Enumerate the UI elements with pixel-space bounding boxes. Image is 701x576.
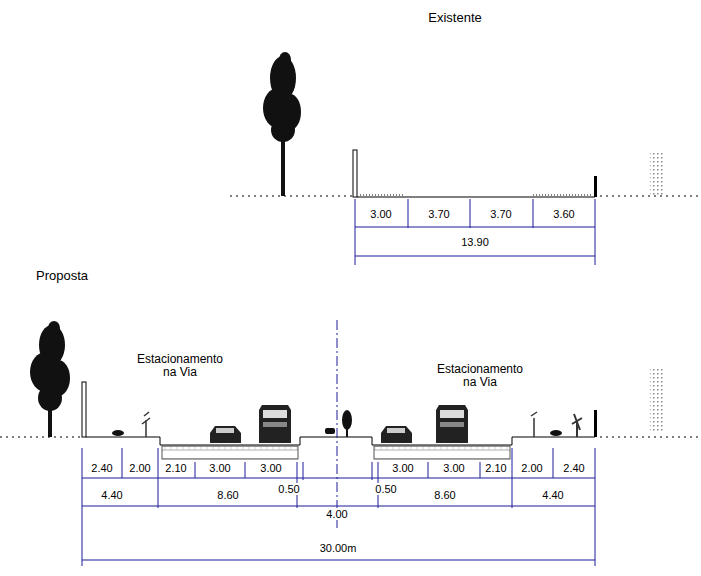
vehicle [259,405,291,443]
dimension-lines [428,462,429,478]
proposed-road [594,410,597,437]
dimension-lines [122,448,123,478]
tree [263,52,301,196]
vehicle [210,426,241,443]
ground-line [230,195,353,196]
dimension: 8.60 [433,489,456,501]
dimension: 4.00 [325,508,348,520]
proposed-road [82,382,86,437]
dimension: 3.60 [552,208,575,220]
dimension-lines [470,199,471,228]
vehicle [263,422,287,427]
vehicle [381,426,412,443]
dimension-lines [372,462,373,480]
dimension-lines [553,448,554,478]
dimension-lines [195,462,196,478]
tree [38,385,62,411]
dimension: 13.90 [460,236,490,248]
dimension: 30.00m [319,542,358,554]
dimension-lines [82,560,595,561]
street-furniture [531,412,537,437]
section-title: Proposta [35,269,89,283]
dimension-lines [303,462,304,480]
dimension-lines [480,462,481,478]
existing-road [353,150,665,197]
vehicle [387,428,405,433]
dimension: 3.00 [442,462,465,474]
parking-note: Estacionamento na Via [131,353,229,379]
proposed-road [86,437,595,445]
vehicle [210,405,468,443]
street-furniture [325,428,335,434]
street-furniture [346,428,348,437]
dimension-lines [82,448,83,566]
vehicle [440,410,464,418]
existing-road [650,152,665,196]
dimension-lines [595,199,596,265]
vehicle [263,410,287,418]
tree [30,321,70,437]
street-furniture [112,410,582,437]
vehicle [436,405,468,443]
existing-road [360,195,405,196]
proposed-road [82,367,665,459]
dimension: 3.00 [391,462,414,474]
dimension: 4.40 [100,489,123,501]
street-furniture [550,430,562,436]
dimension-lines [533,199,534,228]
dimension: 3.00 [259,462,282,474]
vehicle [216,428,234,433]
dimension: 2.40 [90,462,113,474]
dimension: 2.10 [484,462,507,474]
section-title: Existente [427,11,482,25]
dimension-lines [245,462,246,478]
existing-road [357,196,595,197]
dimension-lines [595,448,596,566]
street-furniture [342,410,352,430]
dimension-lines [82,478,595,479]
dimension-lines [355,199,356,265]
street-furniture [142,412,150,437]
dimension: 3.00 [369,208,392,220]
dimension-lines [82,448,595,566]
dimension: 2.10 [164,462,187,474]
dimension-lines [355,199,595,265]
dimension: 0.50 [277,483,300,495]
dimension: 3.00 [208,462,231,474]
ground-line [230,195,701,196]
dimension-lines [355,227,595,228]
proposed-road [650,367,665,433]
tree [279,52,291,68]
vehicle [440,422,464,427]
existing-road [533,195,592,196]
dimension: 8.60 [216,489,239,501]
tree [48,321,60,335]
dimension: 3.70 [427,208,450,220]
existing-road [594,176,597,197]
dimension: 2.00 [520,462,543,474]
dimension: 4.40 [541,489,564,501]
street-furniture [112,430,124,436]
dimension: 2.40 [562,462,585,474]
ground-line [0,436,80,437]
street-furniture [572,414,582,437]
proposed-road [162,446,298,459]
dimension: 0.50 [374,483,397,495]
dimension-lines [355,256,595,257]
proposed-road [374,446,510,459]
dimension-lines [408,199,409,228]
dimension: 3.70 [489,208,512,220]
dimension-lines [82,506,595,507]
ground-line [600,436,701,437]
centre-line [337,320,338,530]
tree [271,118,295,142]
dimension: 2.00 [128,462,151,474]
existing-road [353,150,357,197]
parking-note: Estacionamento na Via [431,363,529,389]
